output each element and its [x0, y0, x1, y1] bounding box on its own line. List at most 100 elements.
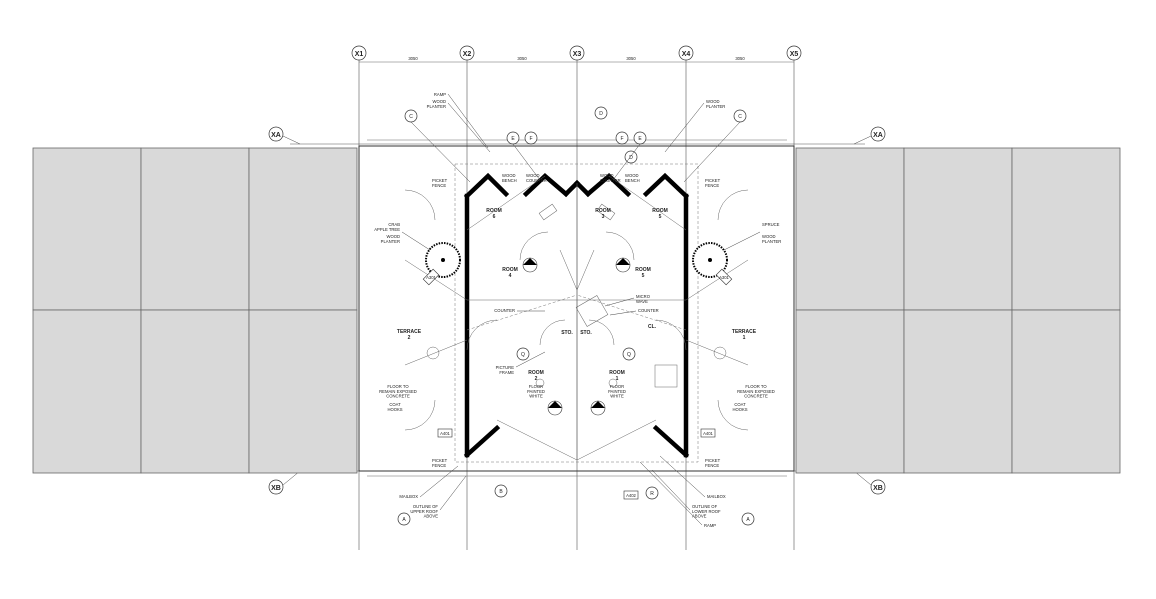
- dim-label-1: 3050: [408, 56, 418, 61]
- tag-a401-left: A401: [440, 431, 450, 436]
- note-counter-right: COUNTER: [638, 308, 659, 313]
- tag-bubble-q-left: [516, 347, 530, 361]
- grid-bubble-xa-right: [870, 126, 886, 142]
- grid-label-xb-right: XB: [873, 485, 883, 492]
- grid-row-bubbles: XA XB XA XB: [268, 126, 886, 495]
- tag-letter-r: R: [650, 491, 654, 497]
- terrace-2-marker: [426, 346, 440, 360]
- walls: [463, 172, 690, 459]
- dim-label-4: 3050: [735, 56, 745, 61]
- grid-bubble-xb-right: [870, 479, 886, 495]
- note-mailbox-left: MAILBOX: [399, 494, 418, 499]
- detail-tags: A301 A301 A401 A401 A402 C C E F F E D D…: [397, 106, 755, 526]
- cl-label: CL.: [648, 324, 657, 330]
- door-swings: [404, 189, 749, 431]
- tag-letter-a-right: A: [746, 517, 750, 523]
- grid-label-xa-left: XA: [271, 132, 281, 139]
- building-outline: [358, 139, 795, 477]
- tag-letter-f-left: F: [529, 136, 532, 142]
- grid-bubble-xb-left: [268, 479, 284, 495]
- tag-letter-b: B: [499, 489, 503, 495]
- grid-label-x1: X1: [355, 51, 364, 58]
- tag-letter-a-left: A: [402, 517, 406, 523]
- tag-a401-right: A401: [703, 431, 713, 436]
- note-mailbox-right: MAILBOX: [707, 494, 726, 499]
- tag-bubble-a-right: [741, 512, 755, 526]
- grid-label-x4: X4: [682, 51, 691, 58]
- tag-bubble-d: [594, 106, 608, 120]
- tag-letter-c-right: C: [738, 114, 742, 120]
- tag-bubble-f-left: [524, 131, 538, 145]
- grid-bubble-x1: [351, 45, 367, 61]
- tag-letter-e-left: E: [511, 136, 515, 142]
- grid-bubble-x2: [459, 45, 475, 61]
- interior-lines: [404, 175, 749, 461]
- tag-a301-right: A301: [719, 275, 729, 280]
- section-markers: [522, 257, 631, 416]
- tag-bubble-b: [494, 484, 508, 498]
- grid-bubble-x5: [786, 45, 802, 61]
- grid-label-x3: X3: [573, 51, 582, 58]
- dim-label-3: 3050: [626, 56, 636, 61]
- tag-letter-q-right: Q: [627, 352, 631, 358]
- grid-label-xb-left: XB: [271, 485, 281, 492]
- tag-a402: A402: [626, 493, 636, 498]
- note-ramp-top: RAMP: [434, 92, 446, 97]
- tag-bubble-f-right: [615, 131, 629, 145]
- grid-bubble-x3: [569, 45, 585, 61]
- sto-left-label: STO.: [561, 330, 573, 336]
- chair-outline: [654, 364, 678, 388]
- tag-letter-c-left: C: [409, 114, 413, 120]
- left-panels: [32, 147, 358, 474]
- tag-bubble-q-right: [622, 347, 636, 361]
- grid-bubble-xa-left: [268, 126, 284, 142]
- grid-label-x2: X2: [463, 51, 472, 58]
- tag-bubble-r: [645, 486, 659, 500]
- sto-right-label: STO.: [580, 330, 592, 336]
- dimension-labels: 3050 3050 3050 3050: [408, 56, 745, 61]
- note-counter-left: COUNTER: [494, 308, 515, 313]
- grid-column-bubbles: X1 X2 X3 X4 X5: [351, 45, 802, 61]
- note-ramp-bottom: RAMP: [704, 523, 716, 528]
- tag-letter-d: D: [599, 111, 603, 117]
- grid-label-x5: X5: [790, 51, 799, 58]
- planters: [425, 242, 728, 388]
- right-panels: [795, 147, 1121, 474]
- tag-letter-f-right: F: [620, 136, 623, 142]
- tag-letter-q-left: Q: [521, 352, 525, 358]
- note-spruce: SPRUCE: [762, 222, 780, 227]
- terrace-1-marker: [713, 346, 727, 360]
- grid-bubble-x4: [678, 45, 694, 61]
